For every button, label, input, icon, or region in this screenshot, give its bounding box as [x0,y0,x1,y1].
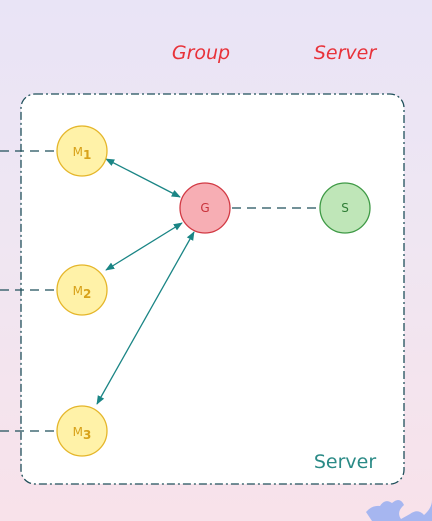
member-node-m2: M2 [56,264,108,316]
arrow-m3-g [96,231,195,405]
group-node: G [179,182,231,234]
arrow-m1-g [105,158,181,198]
server-box-label: Server [314,451,376,473]
server-column-header: Server [314,42,377,64]
server-node: S [319,182,371,234]
member-node-m1-label: M1 [73,145,92,162]
server-node-label: S [341,201,349,215]
member-node-m3: M3 [56,405,108,457]
member-node-m2-label: M2 [73,284,92,301]
puzzle-piece-icon [366,499,432,521]
group-column-header: Group [172,42,230,64]
member-node-m1: M1 [56,125,108,177]
group-node-label: G [200,201,209,215]
member-node-m3-label: M3 [73,425,92,442]
